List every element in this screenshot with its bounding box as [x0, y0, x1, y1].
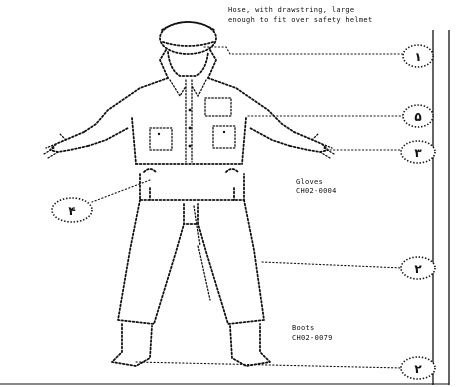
left-glove — [44, 132, 88, 158]
callout-1-label: ١ — [414, 50, 421, 64]
gloves-label-line1: Gloves — [296, 178, 323, 186]
callout-3-label: ٣ — [414, 146, 422, 160]
boots-label: Boots CH02-0079 — [292, 324, 333, 342]
callout-5-label: ۵ — [414, 110, 421, 124]
callout-2-trousers: ٢ — [401, 257, 435, 279]
callout-5: ۵ — [403, 105, 433, 127]
callout-3: ٣ — [401, 141, 435, 163]
jacket — [84, 78, 294, 164]
hood-label-line1: Hose, with drawstring, large — [228, 6, 354, 14]
trousers — [118, 169, 264, 324]
hood — [160, 22, 216, 78]
callout-2-boots-label: ٢ — [414, 362, 422, 376]
gloves-label: Gloves CH02-0004 — [296, 178, 337, 195]
boots-label-line2: CH02-0079 — [292, 334, 333, 342]
gloves-label-line2: CH02-0004 — [296, 187, 337, 195]
hood-label: Hose, with drawstring, large enough to f… — [228, 6, 372, 24]
callout-4: ۴ — [52, 198, 92, 222]
right-glove — [290, 132, 334, 158]
boots-label-line1: Boots — [292, 324, 315, 332]
callout-2-trousers-label: ٢ — [414, 262, 422, 276]
hood-label-line2: enough to fit over safety helmet — [228, 16, 372, 24]
callout-2-boots: ٢ — [401, 357, 435, 379]
boots — [112, 324, 270, 366]
callout-1: ١ — [403, 45, 433, 67]
callout-4-label: ۴ — [68, 204, 75, 218]
